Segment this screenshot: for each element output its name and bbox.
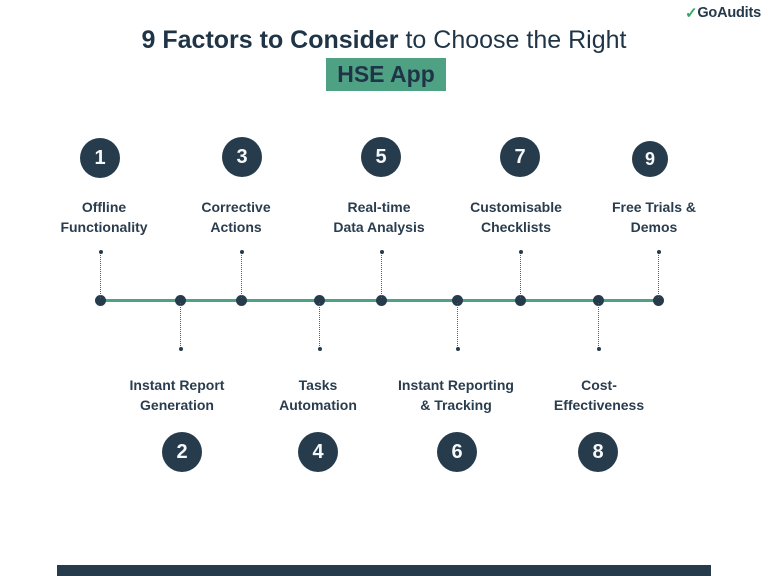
factor-5-label: Real-time Data Analysis: [333, 199, 425, 235]
timeline-node-2: [174, 295, 186, 306]
footer-bar: [57, 565, 711, 576]
timeline-node-3: [235, 295, 247, 306]
factor-3-number-circle: 3: [222, 137, 262, 177]
factor-1-number-circle: 1: [80, 138, 120, 178]
goaudits-logo: ✓ GoAudits: [685, 4, 761, 22]
factor-9-label: Free Trials & Demos: [611, 199, 697, 235]
factor-8-label: Cost- Effectiveness: [553, 377, 645, 413]
timeline-node-1: [94, 295, 106, 306]
timeline-node-7: [514, 295, 526, 306]
factor-7-number-circle: 7: [500, 137, 540, 177]
title-bold-part: 9 Factors to Consider: [141, 26, 399, 54]
timeline-node-6: [451, 295, 463, 306]
factor-6-number-circle: 6: [437, 432, 477, 472]
factor-4-label: Tasks Automation: [279, 377, 357, 413]
factor-8-connector: [596, 303, 601, 351]
title-highlight-badge: HSE App: [326, 58, 446, 91]
factor-9-connector: [656, 250, 661, 298]
factor-1-connector: [98, 250, 103, 298]
factor-3-label: Corrective Actions: [201, 199, 271, 235]
logo-text: GoAudits: [697, 5, 761, 21]
page-title: 9 Factors to Consider to Choose the Righ…: [0, 25, 768, 55]
factor-9-number-circle: 9: [632, 141, 668, 177]
factor-4-connector: [317, 303, 322, 351]
factor-2-connector: [178, 303, 183, 351]
timeline-node-9: [652, 295, 664, 306]
factor-3-connector: [239, 250, 244, 298]
factor-2-label: Instant Report Generation: [129, 377, 225, 413]
factor-5-connector: [379, 250, 384, 298]
factor-8-number-circle: 8: [578, 432, 618, 472]
factor-2-number-circle: 2: [162, 432, 202, 472]
title-regular-part: to Choose the Right: [398, 26, 627, 54]
timeline-node-5: [375, 295, 387, 306]
factor-5-number-circle: 5: [361, 137, 401, 177]
timeline-node-8: [592, 295, 604, 306]
checkmark-icon: ✓: [684, 5, 698, 22]
factor-6-connector: [455, 303, 460, 351]
factor-1-label: Offline Functionality: [60, 199, 148, 235]
factor-7-label: Customisable Checklists: [470, 199, 562, 235]
timeline-node-4: [313, 295, 325, 306]
factor-4-number-circle: 4: [298, 432, 338, 472]
factor-7-connector: [518, 250, 523, 298]
factor-6-label: Instant Reporting & Tracking: [398, 377, 514, 413]
